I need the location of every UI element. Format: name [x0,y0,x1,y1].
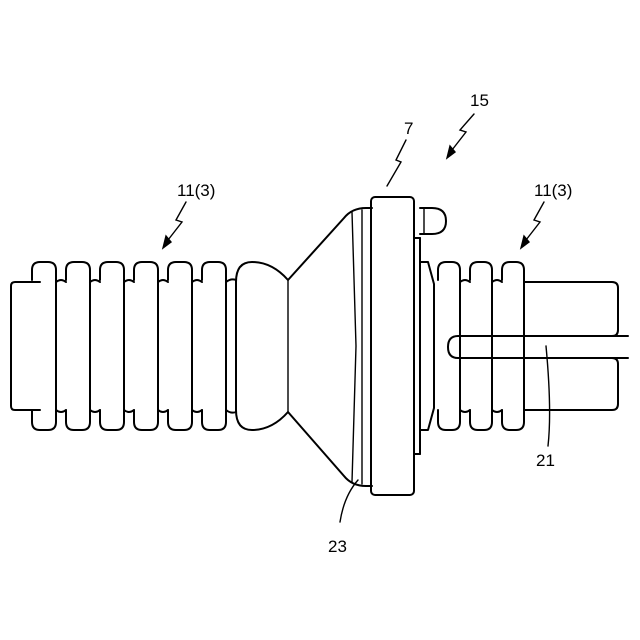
right-corrugated-tube [438,262,628,430]
label-assembly: 15 [470,91,489,110]
label-band: 21 [536,451,555,470]
grommet-body [236,197,446,495]
label-grommet: 7 [404,119,413,138]
label-lip: 23 [328,537,347,556]
label-tube-left: 11(3) [177,181,215,200]
left-corrugated-tube [11,262,236,430]
label-tube-right: 11(3) [534,181,572,200]
